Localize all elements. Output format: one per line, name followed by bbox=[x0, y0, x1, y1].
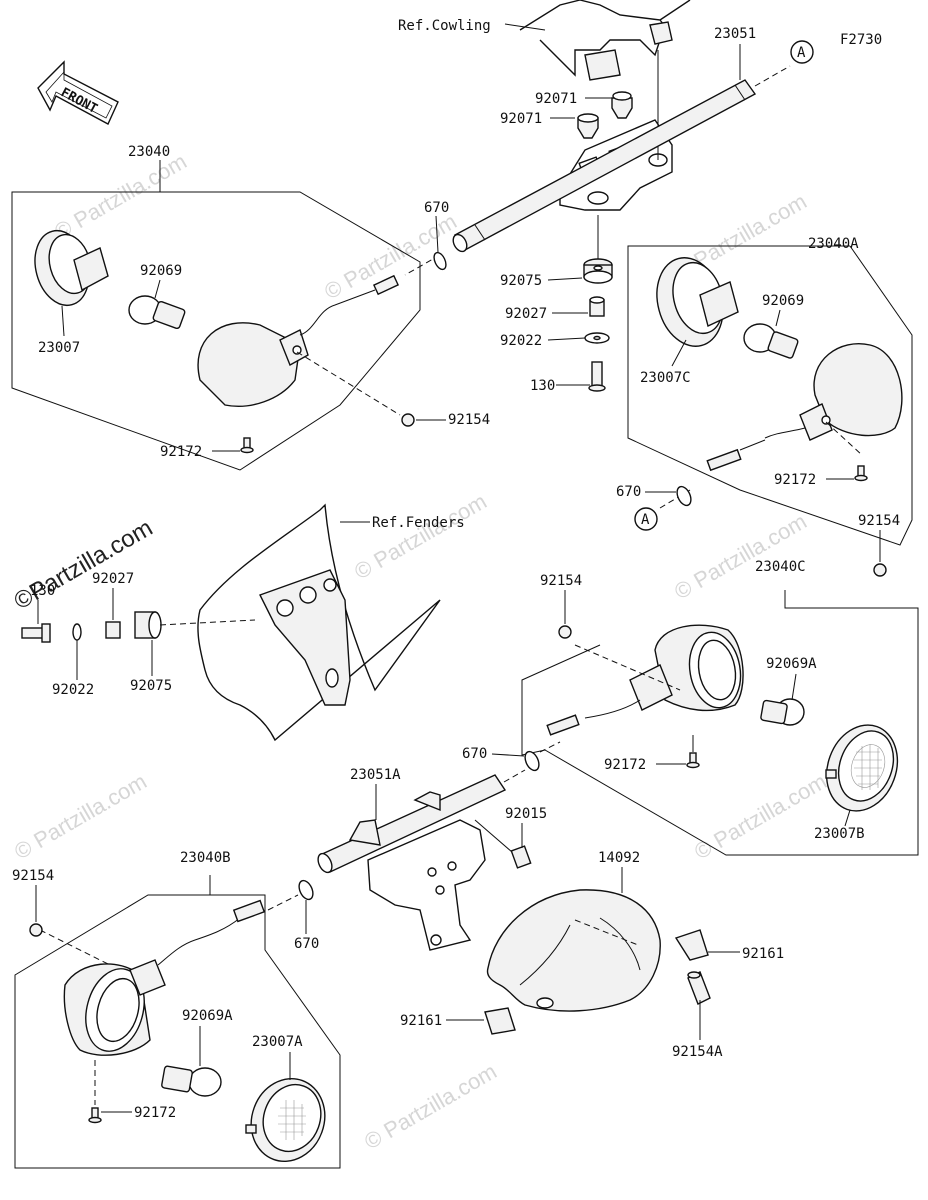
svg-text:670: 670 bbox=[294, 936, 319, 952]
watermark: © Partzilla.com bbox=[350, 489, 491, 585]
svg-text:23007C: 23007C bbox=[640, 370, 691, 386]
svg-text:A: A bbox=[797, 45, 806, 61]
svg-text:23040: 23040 bbox=[128, 144, 170, 160]
svg-text:92154: 92154 bbox=[448, 412, 490, 428]
svg-text:670: 670 bbox=[462, 746, 487, 762]
fender-reference: Ref.Fenders bbox=[197, 503, 465, 742]
svg-text:23040A: 23040A bbox=[808, 236, 859, 252]
turn-signal-23040A: 23040A 23007C 92069 670 A 92172 92154 bbox=[616, 236, 913, 577]
turn-signal-23040C: 23040C 92154 92069A 23007B 670 9217 bbox=[462, 559, 919, 856]
svg-text:23040B: 23040B bbox=[180, 850, 231, 866]
ref-fenders-label: Ref.Fenders bbox=[372, 515, 465, 531]
svg-text:92161: 92161 bbox=[742, 946, 784, 962]
svg-text:92069A: 92069A bbox=[766, 656, 817, 672]
watermark: © Partzilla.com bbox=[50, 149, 191, 245]
svg-text:23051A: 23051A bbox=[350, 767, 401, 783]
callout-a-top: A bbox=[790, 40, 814, 64]
svg-text:92069: 92069 bbox=[762, 293, 804, 309]
svg-text:92069A: 92069A bbox=[182, 1008, 233, 1024]
rod-23051A: 23051A bbox=[317, 767, 507, 951]
svg-text:92154: 92154 bbox=[858, 513, 900, 529]
svg-text:23007A: 23007A bbox=[252, 1034, 303, 1050]
svg-text:14092: 14092 bbox=[598, 850, 640, 866]
rod-23051: 23051 bbox=[404, 26, 791, 276]
mount-hardware-right: 92075 92027 92022 130 bbox=[500, 215, 613, 394]
front-arrow-icon: FRONT bbox=[37, 60, 119, 125]
figure-code: F2730 bbox=[840, 32, 882, 48]
svg-text:130: 130 bbox=[530, 378, 555, 394]
brand-watermark: ©Partzilla.com bbox=[10, 514, 158, 615]
svg-text:92172: 92172 bbox=[604, 757, 646, 773]
turn-signal-23040B: 23040B 92154 670 92069A 23007A 92172 bbox=[12, 850, 341, 1169]
svg-text:23007B: 23007B bbox=[814, 826, 865, 842]
svg-text:92161: 92161 bbox=[400, 1013, 442, 1029]
turn-signal-23040: 23040 23007 92069 670 92154 92172 bbox=[11, 144, 490, 471]
svg-text:92154: 92154 bbox=[12, 868, 54, 884]
svg-text:92071: 92071 bbox=[500, 111, 542, 127]
cowling-frame: Ref.Cowling bbox=[398, 0, 691, 81]
svg-text:92075: 92075 bbox=[130, 678, 172, 694]
svg-text:670: 670 bbox=[616, 484, 641, 500]
svg-text:92154A: 92154A bbox=[672, 1044, 723, 1060]
mount-hardware-left: 130 92022 92027 92075 bbox=[21, 571, 256, 698]
svg-text:92172: 92172 bbox=[134, 1105, 176, 1121]
svg-text:23040C: 23040C bbox=[755, 559, 806, 575]
svg-text:23007: 23007 bbox=[38, 340, 80, 356]
svg-text:130: 130 bbox=[30, 583, 55, 599]
watermark: © Partzilla.com bbox=[690, 769, 831, 865]
ref-cowling-label: Ref.Cowling bbox=[398, 18, 491, 34]
svg-text:92027: 92027 bbox=[92, 571, 134, 587]
watermark: © Partzilla.com bbox=[360, 1059, 501, 1155]
svg-text:92154: 92154 bbox=[540, 573, 582, 589]
clip-92071: 92071 92071 bbox=[500, 91, 633, 139]
svg-text:92069: 92069 bbox=[140, 263, 182, 279]
svg-text:23051: 23051 bbox=[714, 26, 756, 42]
svg-text:92027: 92027 bbox=[505, 306, 547, 322]
svg-text:92022: 92022 bbox=[500, 333, 542, 349]
svg-text:92022: 92022 bbox=[52, 682, 94, 698]
watermark: © Partzilla.com bbox=[10, 769, 151, 865]
grommet-92015: 92015 bbox=[474, 806, 547, 869]
svg-text:92075: 92075 bbox=[500, 273, 542, 289]
svg-text:A: A bbox=[641, 512, 650, 528]
watermark: © Partzilla.com bbox=[670, 509, 811, 605]
svg-text:92172: 92172 bbox=[774, 472, 816, 488]
svg-text:92172: 92172 bbox=[160, 444, 202, 460]
svg-text:92015: 92015 bbox=[505, 806, 547, 822]
svg-text:670: 670 bbox=[424, 200, 449, 216]
svg-text:92071: 92071 bbox=[535, 91, 577, 107]
cover-14092: 14092 92154A 92161 92161 bbox=[400, 850, 784, 1060]
